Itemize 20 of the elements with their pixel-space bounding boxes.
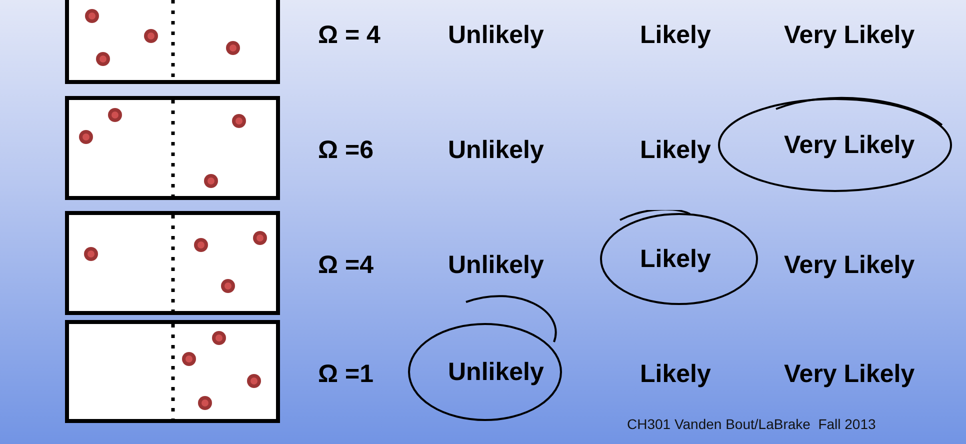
omega-label: Ω =4	[318, 250, 374, 280]
likelihood-label: Unlikely	[448, 135, 544, 165]
likelihood-label: Very Likely	[784, 250, 915, 280]
likelihood-label: Likely	[640, 20, 711, 50]
circled-word: Likely	[598, 210, 760, 308]
likelihood-label: Unlikely	[448, 20, 544, 50]
likelihood-label: Likely	[640, 359, 711, 389]
omega-label: Ω =1	[318, 359, 374, 389]
likelihood-label: Likely	[640, 135, 711, 165]
omega-label: Ω = 4	[318, 20, 380, 50]
circled-word: Very Likely	[716, 95, 954, 195]
particle-box	[65, 211, 280, 315]
likelihood-label: Unlikely	[448, 250, 544, 280]
likelihood-label: Very Likely	[784, 20, 915, 50]
likelihood-label: Very Likely	[784, 359, 915, 389]
omega-label: Ω =6	[318, 135, 374, 165]
particle-box	[65, 96, 280, 200]
particle-box	[65, 0, 280, 84]
credit-note: CH301 Vanden Bout/LaBrake Fall 2013	[627, 415, 876, 433]
particle-box	[65, 320, 280, 423]
